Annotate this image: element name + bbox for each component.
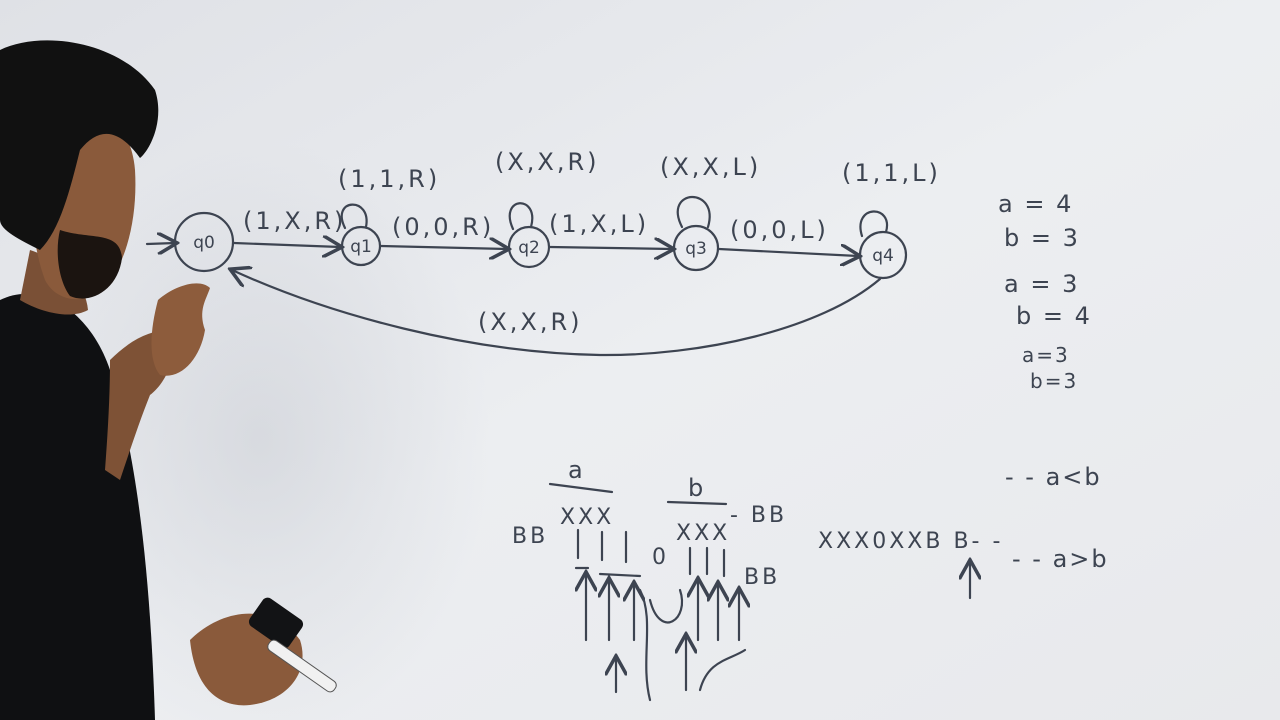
- presenter-hair: [0, 40, 159, 250]
- tape-b-marks: XXX: [676, 521, 730, 546]
- transition-q3-q4: [717, 249, 858, 256]
- note-a-less-b: - - a<b: [1005, 463, 1102, 491]
- label-loop-q4: (1,1,L): [842, 159, 941, 187]
- presenter-beard: [57, 230, 122, 299]
- label-q2-q3: (1,X,L): [549, 210, 649, 238]
- transition-q4-q0: [232, 270, 882, 357]
- state-q0: q0: [173, 211, 235, 273]
- tape-work: a b BB XXX 0 XXX - BB BB XXX0XXB B- -: [512, 456, 1003, 702]
- marker-icon: [267, 639, 337, 693]
- tape-b-underline: [666, 500, 728, 506]
- transition-q1-q2: [379, 246, 507, 249]
- state-diagram: q0 q1 q2 q3 q4 (1,X,R) (0,0: [145, 148, 941, 357]
- loop-q1: [340, 203, 368, 230]
- label-q3-q4: (0,0,L): [730, 216, 829, 244]
- state-q3-label: q3: [685, 239, 707, 259]
- tape-left-blanks: BB: [512, 524, 548, 549]
- start-arrow: [145, 243, 175, 244]
- loop-q3: [676, 196, 711, 229]
- tape-b-blanks-bottom: BB: [744, 565, 780, 590]
- tape-zero: 0: [652, 545, 669, 570]
- tape-second-row: XXX0XXB B- -: [818, 529, 1003, 554]
- tape-label-b: b: [688, 474, 705, 502]
- presenter: [0, 40, 337, 720]
- note-a-greater-b: - - a>b: [1012, 545, 1109, 573]
- state-q1-label: q1: [350, 237, 372, 257]
- loop-q2: [508, 202, 534, 231]
- label-loop-q3: (X,X,L): [660, 153, 761, 181]
- note-case2-b: b = 4: [1016, 302, 1092, 330]
- label-q1-q2: (0,0,R): [392, 213, 494, 241]
- phone-icon: [248, 597, 304, 649]
- transition-q2-q3: [548, 247, 672, 249]
- label-q4-q0: (X,X,R): [478, 308, 583, 336]
- note-case3-a: a=3: [1022, 343, 1070, 367]
- side-notes: a = 4 b = 3 a = 3 b = 4 a=3 b=3 - - a<b …: [998, 190, 1109, 573]
- note-case1-b: b = 3: [1004, 224, 1080, 252]
- tape-label-a: a: [568, 456, 585, 484]
- note-case1-a: a = 4: [998, 190, 1073, 218]
- transition-q0-q1: [232, 243, 340, 247]
- state-q4-label: q4: [872, 246, 894, 266]
- tape-a-underline: [548, 482, 614, 494]
- label-q0-q1: (1,X,R): [243, 207, 346, 235]
- label-loop-q1: (1,1,R): [338, 165, 440, 193]
- presenter-pointing-hand: [151, 283, 210, 376]
- state-q2-label: q2: [518, 238, 540, 258]
- state-q0-label: q0: [193, 233, 215, 253]
- tape-b-blanks-top: - BB: [730, 503, 787, 528]
- label-loop-q2: (X,X,R): [495, 148, 600, 176]
- note-case2-a: a = 3: [1004, 270, 1079, 298]
- note-case3-b: b=3: [1030, 369, 1078, 393]
- loop-q4: [859, 210, 889, 238]
- tape-a-marks: XXX: [560, 505, 614, 530]
